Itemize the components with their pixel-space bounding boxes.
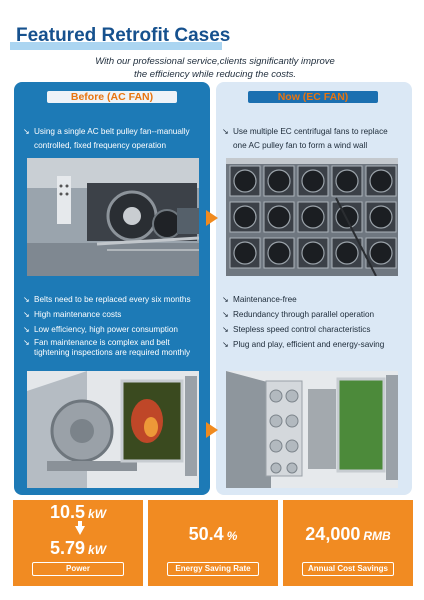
- after-point: ↘ Plug and play, efficient and energy-sav…: [222, 338, 404, 352]
- title-block: Featured Retrofit Cases: [10, 25, 230, 51]
- energy-saving-stat: 50.4% Energy Saving Rate: [148, 500, 278, 586]
- annual-savings-unit: RMB: [363, 529, 391, 543]
- power-unit: kW: [88, 543, 107, 557]
- power-unit: kW: [88, 507, 107, 521]
- subtitle-line-1: With our professional service,clients si…: [95, 56, 335, 67]
- after-intro-list: ↘ Use multiple EC centrifugal fans to rep…: [222, 125, 402, 152]
- before-point-text: Belts need to be replaced every six mont…: [34, 295, 191, 304]
- after-intro-text: Use multiple EC centrifugal fans to repl…: [233, 127, 388, 150]
- after-point: ↘ Maintenance-free: [222, 293, 404, 307]
- arrow-down-right-icon: ↘: [23, 295, 30, 304]
- arrow-down-right-icon: ↘: [222, 310, 229, 319]
- subtitle: With our professional service,clients si…: [70, 56, 360, 81]
- after-point-text: Stepless speed control characteristics: [233, 325, 371, 334]
- after-point: ↘ Redundancy through parallel operation: [222, 308, 404, 322]
- after-intro-item: ↘ Use multiple EC centrifugal fans to rep…: [222, 125, 402, 152]
- arrow-down-right-icon: ↘: [222, 127, 229, 136]
- after-point-text: Plug and play, efficient and energy-savi…: [233, 340, 385, 349]
- annual-savings-label: Annual Cost Savings: [302, 562, 394, 576]
- after-points-list: ↘ Maintenance-free ↘ Redundancy through pa…: [222, 293, 404, 353]
- after-point-text: Maintenance-free: [233, 295, 297, 304]
- before-point-text: Fan maintenance is complex and belt tigh…: [34, 338, 191, 357]
- power-after-value: 5.79: [49, 538, 86, 558]
- before-points-list: ↘ Belts need to be replaced every six mon…: [23, 293, 205, 360]
- after-point-text: Redundancy through parallel operation: [233, 310, 375, 319]
- before-intro-text: Using a single AC belt pulley fan--manua…: [34, 127, 190, 150]
- after-tab: Now (EC FAN): [248, 91, 378, 103]
- power-before-value: 10.5: [49, 502, 86, 522]
- arrow-down-right-icon: ↘: [23, 338, 30, 347]
- after-point: ↘ Stepless speed control characteristics: [222, 323, 404, 337]
- annual-savings-number: 24,000: [305, 524, 361, 544]
- saving-rate-number: 50.4: [188, 524, 224, 544]
- before-point-text: High maintenance costs: [34, 310, 122, 319]
- before-tab: Before (AC FAN): [47, 91, 177, 103]
- before-point: ↘ Belts need to be replaced every six mon…: [23, 293, 205, 307]
- power-label: Power: [32, 562, 124, 576]
- arrow-right-icon: [206, 210, 218, 226]
- arrow-down-icon: [75, 526, 85, 535]
- arrow-down-right-icon: ↘: [23, 127, 30, 136]
- before-intro-list: ↘ Using a single AC belt pulley fan--manu…: [23, 125, 203, 152]
- arrow-down-icon-stem: [78, 521, 82, 527]
- ec-fan-wall-photo: [226, 158, 398, 276]
- arrow-down-right-icon: ↘: [222, 295, 229, 304]
- energy-saving-label: Energy Saving Rate: [167, 562, 259, 576]
- ec-fan-unit-photo: [226, 371, 398, 488]
- ac-fan-photo: [27, 158, 199, 276]
- before-point: ↘ Low efficiency, high power consumption: [23, 323, 205, 337]
- before-point-text: Low efficiency, high power consumption: [34, 325, 178, 334]
- arrow-down-right-icon: ↘: [222, 340, 229, 349]
- arrow-down-right-icon: ↘: [222, 325, 229, 334]
- subtitle-line-2: the efficiency while reducing the costs.: [133, 68, 297, 80]
- arrow-down-right-icon: ↘: [23, 310, 30, 319]
- ac-fan-unit-photo: [27, 371, 199, 488]
- before-point: ↘ High maintenance costs: [23, 308, 205, 322]
- saving-rate-unit: %: [226, 529, 238, 543]
- arrow-right-icon: [206, 422, 218, 438]
- title-underline: [10, 42, 222, 50]
- before-point: ↘ Fan maintenance is complex and belt tig…: [23, 338, 205, 358]
- energy-saving-value: 50.4%: [148, 524, 278, 545]
- page-title: Featured Retrofit Cases: [16, 25, 231, 46]
- arrow-down-right-icon: ↘: [23, 325, 30, 334]
- before-intro-item: ↘ Using a single AC belt pulley fan--manu…: [23, 125, 203, 152]
